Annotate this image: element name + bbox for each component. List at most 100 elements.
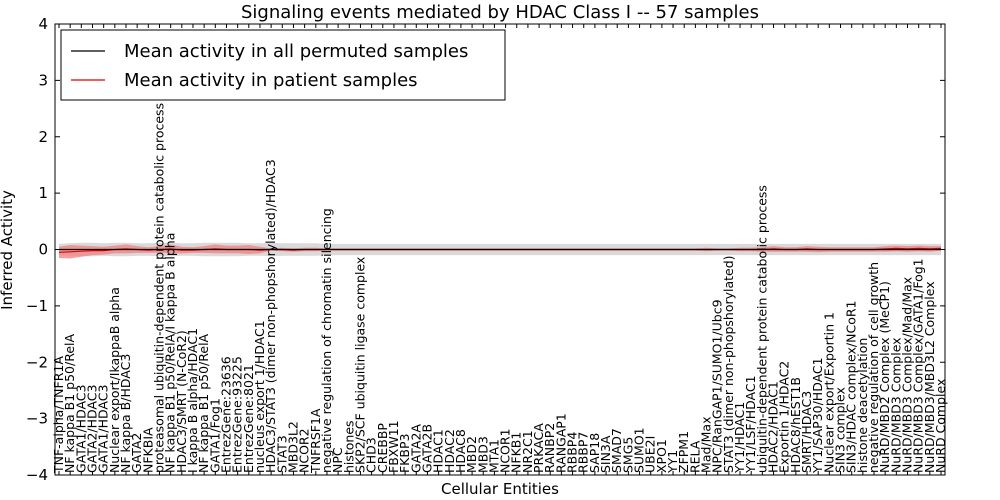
category-label: SKP2/SCF ubiquitin ligase complex bbox=[352, 257, 367, 473]
category-label: NF kappa B/HDAC3 bbox=[118, 354, 133, 473]
x-axis bbox=[58, 24, 942, 475]
y-axis: −4 −3 −2 −1 0 1 2 3 4 bbox=[26, 15, 945, 484]
category-label: RANBP2 bbox=[542, 423, 557, 473]
legend-box bbox=[60, 29, 506, 101]
category-label: Nuclear export/IkappaB alpha bbox=[107, 287, 122, 473]
category-label: YY1 bbox=[665, 450, 680, 474]
category-label: SMRT/HDAC3 bbox=[799, 391, 814, 473]
category-label: SIN3 complex bbox=[833, 387, 848, 473]
category-label: SIN3/HDAC complex/NCoR1 bbox=[844, 300, 859, 473]
y-tick-label: 2 bbox=[38, 128, 48, 146]
category-label: GATA1/HDAC3 bbox=[73, 385, 88, 473]
category-label: NPC/RanGAP1/SUMO1/Ubc9 bbox=[710, 299, 725, 473]
category-label: RELA bbox=[687, 440, 702, 473]
category-label: NuRD/MBD3 Complex bbox=[888, 337, 903, 473]
category-label: NuRD Complex bbox=[933, 379, 948, 473]
category-label: STAT3 (dimer non-phopshorylated) bbox=[721, 255, 736, 473]
legend-label-patient: Mean activity in patient samples bbox=[124, 70, 418, 91]
category-label: TNF-alpha/TNFR1A bbox=[51, 356, 66, 474]
category-label: Mad/Max bbox=[699, 417, 714, 473]
category-label: SAP18 bbox=[587, 433, 602, 473]
category-label: SIN3A bbox=[598, 435, 613, 473]
category-label: HDAC3/SMRT (N-CoR2) bbox=[174, 330, 189, 473]
category-label: NFKB1 bbox=[509, 432, 524, 473]
category-label: SMAD7 bbox=[609, 428, 624, 473]
category-label: MTA1 bbox=[486, 439, 501, 473]
patient-band bbox=[59, 244, 941, 259]
category-label: negative regulation of chromatin silenci… bbox=[319, 208, 334, 473]
category-label: PRKACA bbox=[531, 423, 546, 473]
category-label: UBE2I bbox=[643, 436, 658, 473]
category-label: TNFRSF1A bbox=[308, 408, 323, 474]
category-label: HDAC2/HDAC1 bbox=[766, 381, 781, 473]
category-label: ZFPM1 bbox=[676, 431, 691, 473]
category-label: RANGAP1 bbox=[553, 413, 568, 473]
category-label: HDAC3/STAT3 (dimer non-phopshorylated)/H… bbox=[263, 159, 278, 473]
y-tick-label: −1 bbox=[26, 297, 48, 315]
y-tick-label: −3 bbox=[26, 410, 48, 428]
category-label: MBD3 bbox=[475, 436, 490, 473]
category-label: YY1/LSF/HDAC1 bbox=[743, 375, 758, 474]
category-label: NF kappa B1 p50/RelA bbox=[196, 333, 211, 473]
y-tick-label: −2 bbox=[26, 353, 48, 371]
category-label: SUMO1 bbox=[632, 427, 647, 473]
category-label: YY1/HDAC1 bbox=[732, 402, 747, 474]
x-axis-label: Cellular Entities bbox=[441, 480, 559, 498]
y-tick-label: 4 bbox=[38, 15, 48, 33]
category-label: RBBP7 bbox=[576, 432, 591, 473]
category-label: XPO1 bbox=[654, 439, 669, 473]
category-label: YY1/SAP30/HDAC1 bbox=[810, 357, 825, 474]
category-label: I kappa B alpha/HDAC1 bbox=[185, 328, 200, 473]
category-label: GATA1/HDAC3 bbox=[96, 385, 111, 473]
category-label: EntrezGene:8021 bbox=[241, 364, 256, 473]
category-label: ubiquitin-dependent protein catabolic pr… bbox=[754, 185, 769, 473]
category-label: NPC bbox=[330, 447, 345, 473]
category-label: SMG5 bbox=[620, 437, 635, 473]
category-label: negative regulation of cell growth bbox=[866, 262, 881, 473]
y-tick-label: −4 bbox=[26, 466, 48, 484]
category-label: FBXW11 bbox=[386, 420, 401, 473]
category-label: nucleus export 1/HDAC1 bbox=[252, 320, 267, 473]
y-tick-label: 0 bbox=[38, 241, 48, 259]
category-label: HDAC1 bbox=[431, 429, 446, 473]
legend: Mean activity in all permuted samples Me… bbox=[60, 29, 506, 101]
category-label: GATA1/Fog1 bbox=[207, 398, 222, 473]
category-label: NuRD/MBD2 Complex (MeCP1) bbox=[877, 281, 892, 473]
category-label: Nuclear export/Exportin 1 bbox=[821, 312, 836, 473]
category-label: RBBP4 bbox=[565, 432, 580, 473]
category-label: MBD2 bbox=[464, 436, 479, 473]
category-label: STAT3 bbox=[274, 435, 289, 473]
category-label: NuRD/MBD3 Complex/GATA1/Fog1 bbox=[911, 258, 926, 473]
category-label: NR2C1 bbox=[520, 430, 535, 473]
category-label: EntrezGene:23636 bbox=[219, 356, 234, 473]
category-label: histone deacetylation bbox=[855, 338, 870, 473]
category-label: HDAC2 bbox=[442, 429, 457, 473]
category-label: MBD3L2 bbox=[286, 421, 301, 473]
category-label: CHD3 bbox=[364, 437, 379, 473]
category-label: Exportin 1/HDAC2 bbox=[777, 361, 792, 473]
y-axis-label: Inferred Activity bbox=[0, 190, 16, 310]
category-label: NFKBIA bbox=[140, 427, 155, 473]
legend-label-permuted: Mean activity in all permuted samples bbox=[124, 41, 468, 62]
category-label: FKBP3 bbox=[397, 434, 412, 473]
category-label: GATA2A bbox=[408, 424, 423, 473]
y-tick-label: 3 bbox=[38, 71, 48, 89]
category-label: proteasomal ubiquitin-dependent protein … bbox=[152, 103, 167, 473]
category-label: HDAC8/hEST1B bbox=[788, 377, 803, 473]
category-label: GATA2B bbox=[419, 424, 434, 473]
category-label: NF kappa B1 p50/RelA/I kappa B alpha bbox=[163, 233, 178, 473]
category-label: NuRD/MBD3 Complex/Mad/Max bbox=[900, 277, 915, 473]
category-label: NCOR1 bbox=[498, 428, 513, 473]
category-label: NCOR2 bbox=[297, 428, 312, 473]
category-label: GATA2 bbox=[129, 433, 144, 473]
category-label: histones bbox=[341, 420, 356, 473]
chart-title: Signaling events mediated by HDAC Class … bbox=[241, 2, 759, 23]
category-label: EntrezGene:93225 bbox=[230, 356, 245, 473]
y-tick-label: 1 bbox=[38, 184, 48, 202]
category-label: NuRD/MBD3/MBD3L2 Complex bbox=[922, 281, 937, 473]
lines-layer bbox=[58, 247, 942, 253]
category-label: NF kappa B1 p50/RelA bbox=[62, 333, 77, 473]
category-label: HDAC8 bbox=[453, 429, 468, 473]
